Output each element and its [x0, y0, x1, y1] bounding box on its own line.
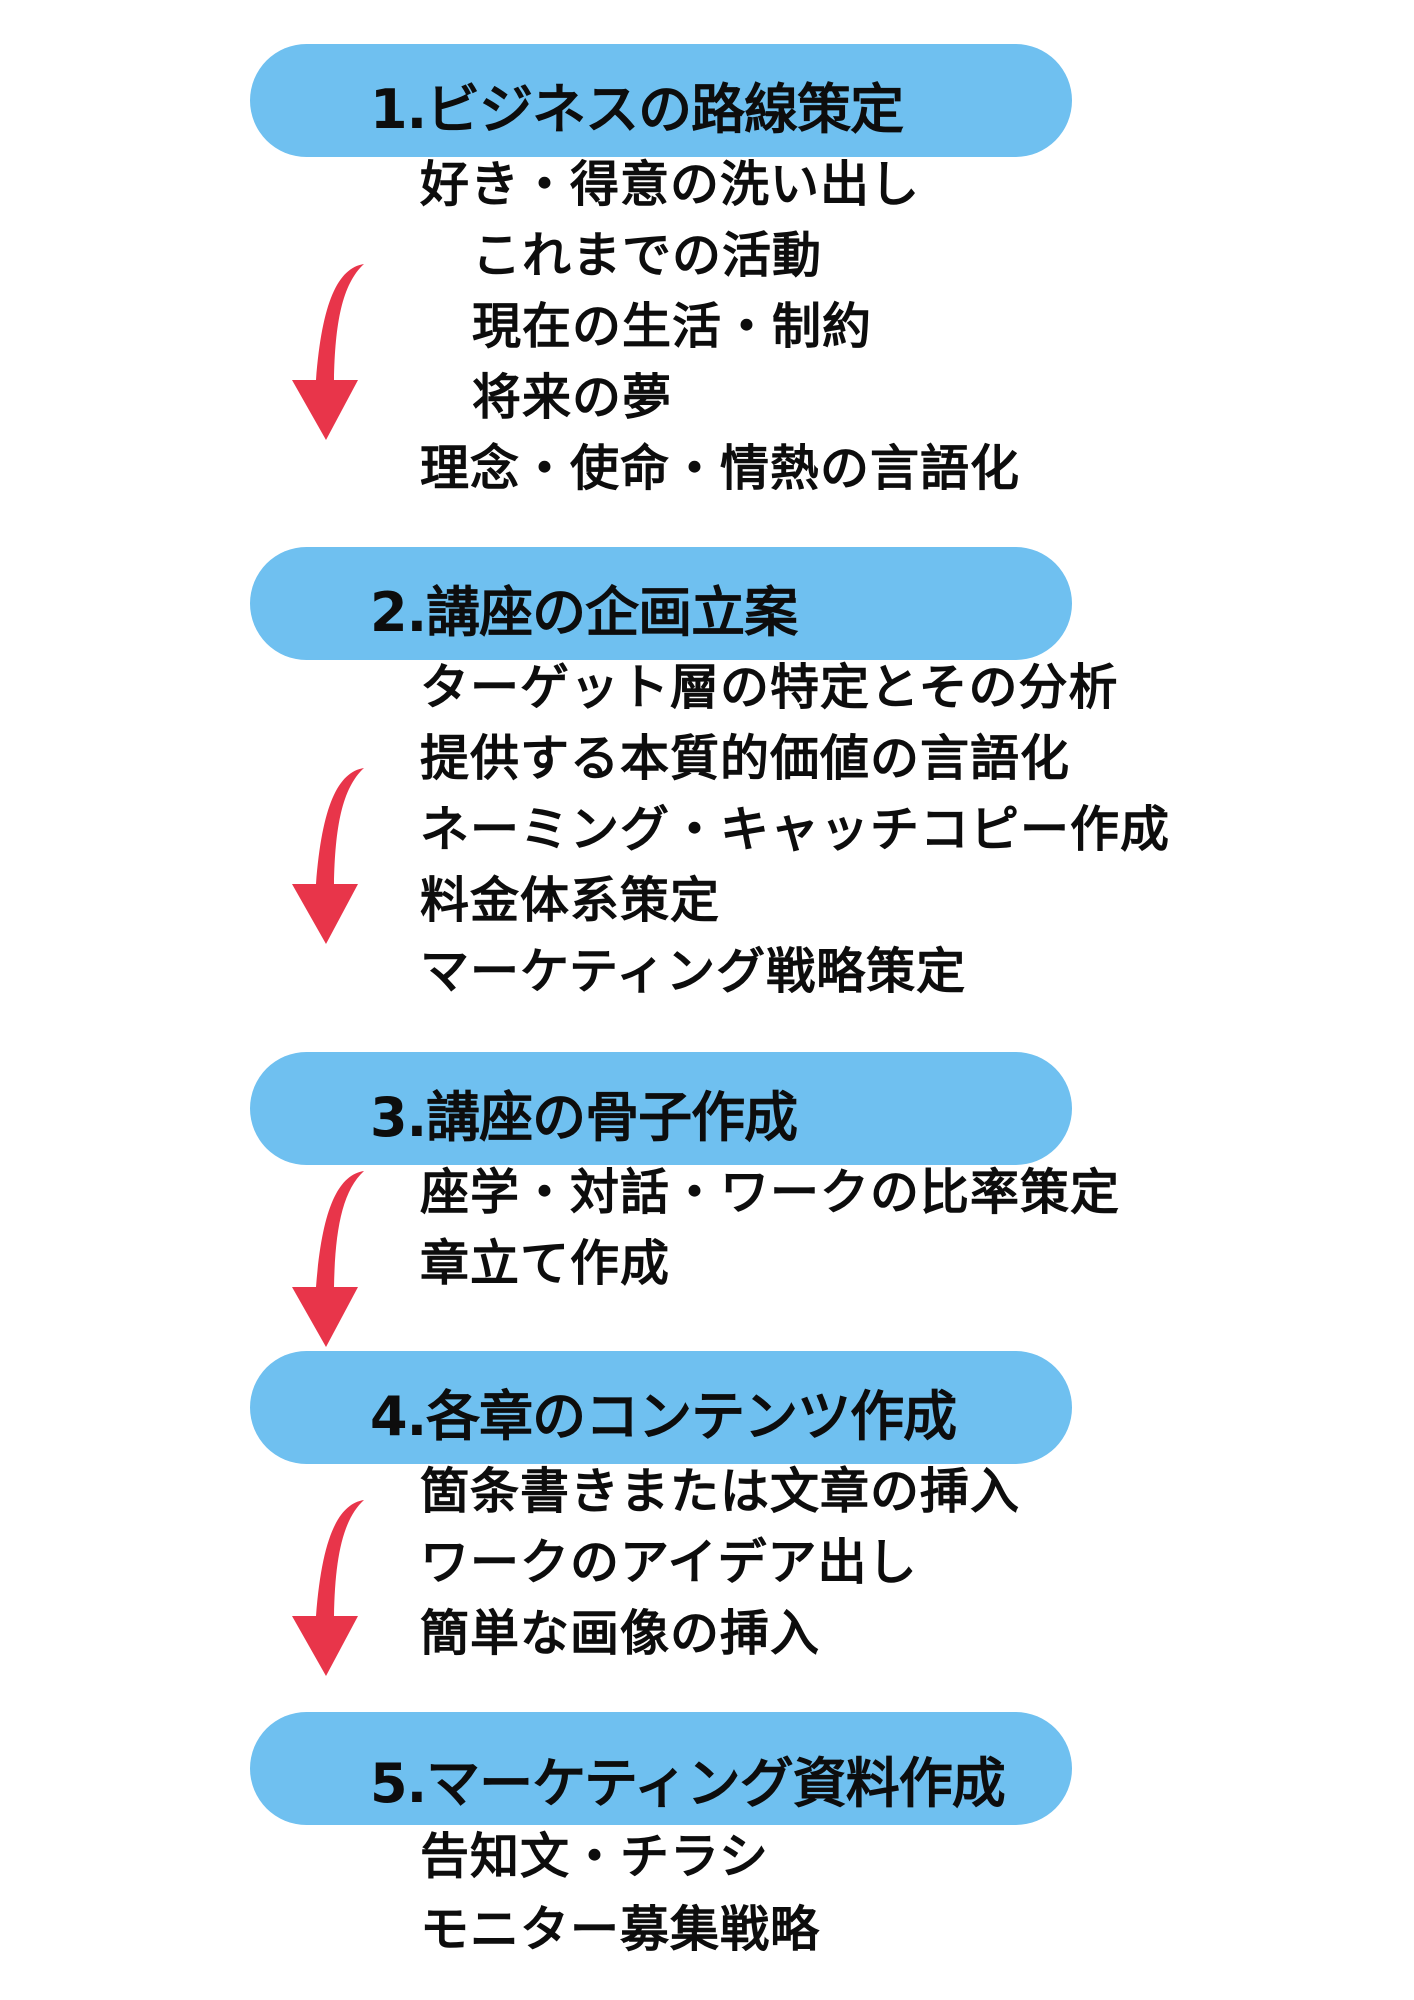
arrow-shape — [292, 768, 364, 944]
step-4-title: 4.各章のコンテンツ作成 — [370, 1385, 957, 1448]
step-4-item: 簡単な画像の挿入 — [420, 1605, 821, 1662]
curved-down-arrow-icon — [286, 766, 368, 946]
step-2-item: 提供する本質的価値の言語化 — [420, 730, 1071, 787]
step-2-item: マーケティング戦略策定 — [420, 943, 967, 1000]
step-3-item: 座学・対話・ワークの比率策定 — [420, 1164, 1121, 1221]
step-1-item: 将来の夢 — [472, 369, 673, 426]
step-1-item: 現在の生活・制約 — [472, 298, 873, 355]
step-1-header — [250, 44, 1072, 157]
step-3-item: 章立て作成 — [420, 1235, 671, 1292]
step-1-item: これまでの活動 — [472, 227, 823, 284]
step-5-title: 5.マーケティング資料作成 — [370, 1752, 1006, 1815]
step-2-item: ターゲット層の特定とその分析 — [420, 659, 1119, 716]
arrow-shape — [292, 264, 364, 440]
curved-down-arrow-icon — [286, 262, 368, 442]
step-4-item: 箇条書きまたは文章の挿入 — [420, 1463, 1021, 1520]
curved-down-arrow-icon — [286, 1169, 368, 1349]
step-3-title: 3.講座の骨子作成 — [370, 1086, 798, 1149]
step-2-title: 2.講座の企画立案 — [370, 581, 798, 644]
step-4-item: ワークのアイデア出し — [420, 1534, 918, 1591]
step-5-header — [250, 1712, 1072, 1825]
arrow-shape — [292, 1500, 364, 1676]
step-2-header — [250, 547, 1072, 660]
step-4-header — [250, 1351, 1072, 1464]
arrow-shape — [292, 1171, 364, 1347]
curved-down-arrow-icon — [286, 1498, 368, 1678]
step-1-title: 1.ビジネスの路線策定 — [370, 78, 904, 141]
step-3-header — [250, 1052, 1072, 1165]
step-1-item: 理念・使命・情熱の言語化 — [420, 440, 1021, 497]
step-2-item: 料金体系策定 — [420, 872, 721, 929]
step-5-item: モニター募集戦略 — [420, 1901, 821, 1958]
step-5-item: 告知文・チラシ — [420, 1828, 770, 1885]
step-1-item: 好き・得意の洗い出し — [420, 156, 921, 213]
step-2-item: ネーミング・キャッチコピー作成 — [420, 801, 1171, 858]
